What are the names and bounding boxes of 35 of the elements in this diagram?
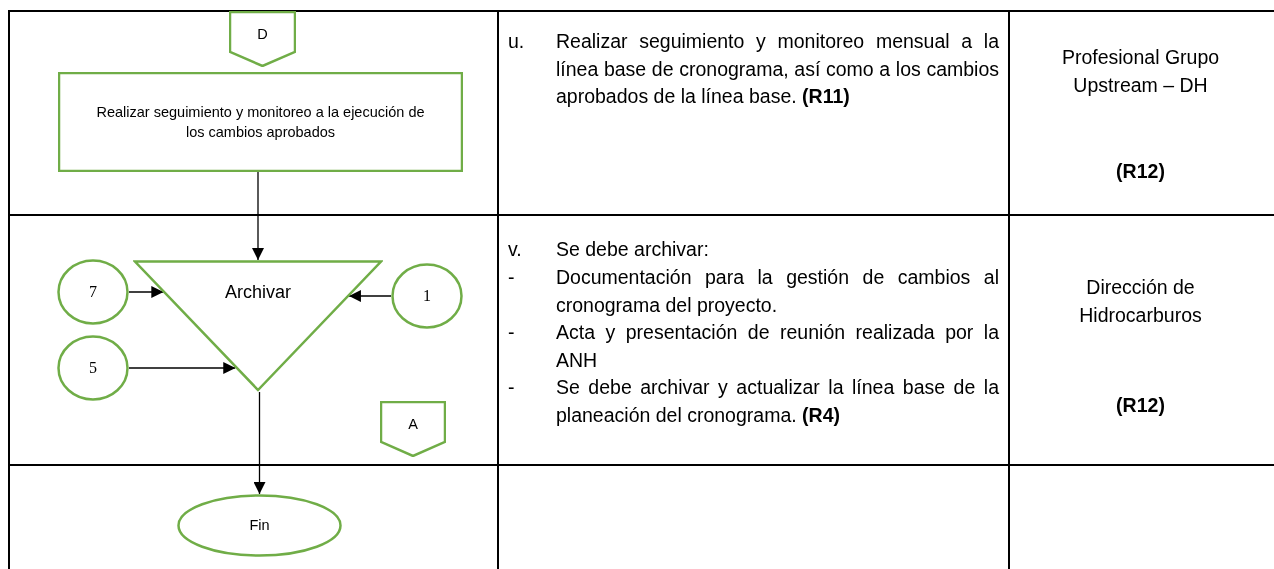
list-marker: - (508, 375, 516, 400)
node-label: Archivar (225, 281, 291, 304)
connector-circle (177, 494, 342, 557)
node-label: Realizar seguimiento y monitoreo a la ejecución de los cambios aprobados (95, 102, 426, 142)
table-text: Documentación para la gestión de cambios al cronograma del proyecto. (556, 265, 999, 318)
arrow (128, 286, 164, 298)
table-text: (R12) (1115, 393, 1166, 418)
process-box (58, 72, 463, 172)
table-text: Acta y presentación de reunión realizada por la ANH (556, 320, 999, 373)
arrow (253, 391, 266, 495)
table-text: Realizar seguimiento y monitoreo mensual a la línea base de cronograma, así como a los cambios aprobados de la línea base. (R11) (556, 29, 999, 109)
table-text: (R12) (1115, 159, 1166, 184)
archive-triangle (133, 260, 383, 392)
arrow (252, 171, 264, 261)
connector-circle (57, 259, 129, 325)
list-marker: v. (508, 237, 523, 262)
node-label: 7 (89, 281, 97, 302)
arrow (348, 290, 392, 302)
list-marker: u. (508, 29, 526, 54)
table-text: Profesional Grupo Upstream – DH (1060, 45, 1221, 98)
node-label: A (407, 415, 419, 434)
table-text: Se debe archivar: (556, 237, 710, 262)
connector-circle (57, 335, 129, 401)
list-marker: - (508, 265, 516, 290)
node-label: 5 (89, 357, 97, 378)
list-marker: - (508, 320, 516, 345)
table-text: Dirección de Hidrocarburos (1078, 275, 1203, 328)
table-text: Se debe archivar y actualizar la línea base de la planeación del cronograma. (R4) (556, 375, 999, 428)
arrow (128, 362, 236, 374)
node-label: 1 (423, 285, 431, 306)
node-label: Fin (248, 516, 271, 536)
node-label: D (256, 25, 269, 44)
offpage-connector (229, 11, 296, 67)
connector-circle (391, 263, 463, 329)
offpage-connector (380, 401, 446, 457)
